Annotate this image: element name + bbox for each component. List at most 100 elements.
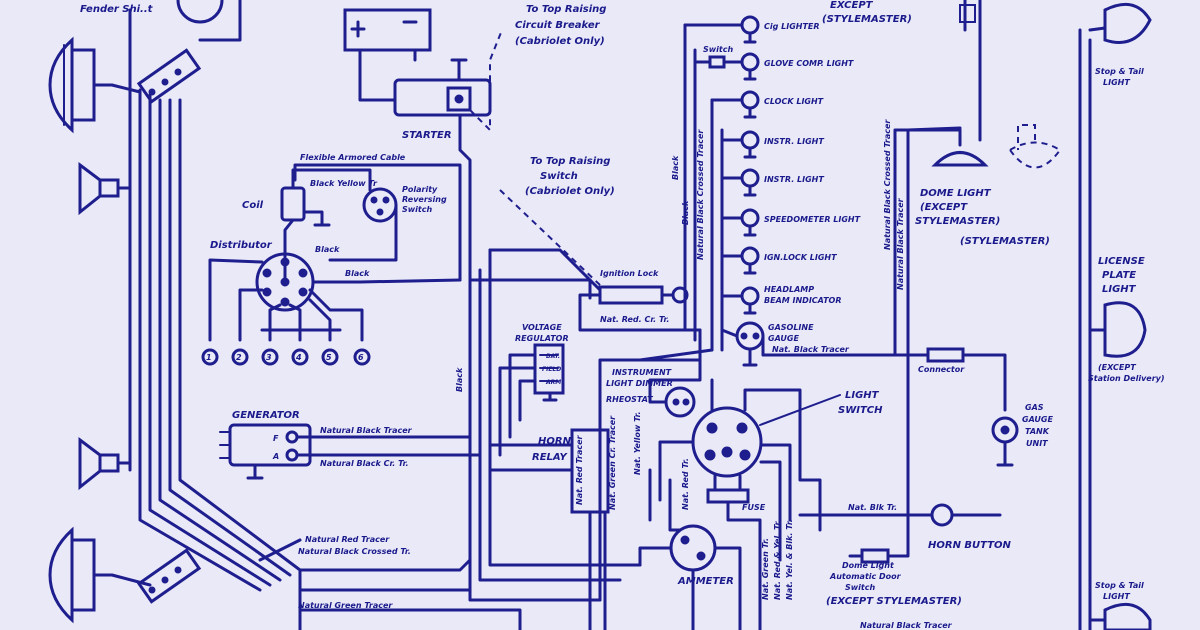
dist-terminal-3: 3 — [266, 353, 272, 362]
top-raising-sw-label-3: (Cabriolet Only) — [525, 186, 615, 197]
light-switch-label-2: SWITCH — [838, 405, 883, 416]
distributor-terminals — [201, 348, 371, 366]
starter-label: STARTER — [402, 130, 452, 141]
gen-f-label: F — [273, 434, 279, 443]
fender-shield-top — [176, 0, 224, 24]
vr-field-label: FIELD — [542, 366, 561, 373]
gas-gauge-tank-unit — [991, 416, 1019, 467]
switch-glove — [708, 55, 726, 69]
distributor-label: Distributor — [210, 240, 273, 251]
black-label-5: Black — [681, 200, 690, 225]
starter — [393, 58, 492, 117]
left-horn-top — [78, 162, 130, 216]
gas-tank-label-4: UNIT — [1026, 439, 1048, 448]
horn-button[interactable] — [930, 503, 954, 527]
stop-tail-light-bottom — [1088, 602, 1152, 630]
switch-label: Switch — [703, 45, 733, 54]
ignition-lock-label: Ignition Lock — [600, 269, 659, 278]
ammeter — [669, 524, 717, 572]
top-raising-cb-label-2: Circuit Breaker — [515, 20, 601, 31]
dome-light-label-3: STYLEMASTER) — [915, 216, 1000, 227]
black-label-1: Black — [315, 245, 340, 254]
natural-black-tracer-vert-label: Natural Black Tracer — [896, 197, 905, 290]
dist-terminal-5: 5 — [326, 353, 332, 362]
generator — [219, 423, 312, 480]
dome-light-label-1: DOME LIGHT — [920, 188, 992, 199]
instr-light-1-bulb — [740, 130, 760, 159]
black-label-3: Black — [455, 367, 464, 392]
instr-light-label-2: INSTR. LIGHT — [764, 175, 824, 184]
license-plate-label-3: LIGHT — [1102, 284, 1137, 295]
ammeter-label: AMMETER — [677, 576, 734, 587]
stop-tail-bottom-label-1: Stop & Tail — [1095, 581, 1144, 590]
license-plate-label-1: LICENSE — [1098, 256, 1145, 267]
gasoline-gauge-label-2: GAUGE — [768, 334, 799, 343]
labels-layer: Fender Shi..t To Top Raising Circuit Bre… — [80, 0, 1165, 630]
vr-bat-label: BAT. — [546, 353, 560, 360]
gas-tank-label-1: GAS — [1025, 403, 1044, 412]
clock-light-label: CLOCK LIGHT — [764, 97, 824, 106]
speedometer-light-label: SPEEDOMETER LIGHT — [764, 215, 861, 224]
junction-block-bottom — [136, 548, 202, 604]
natural-black-crossed-tr-label: Natural Black Crossed Tr. — [298, 547, 411, 556]
nat-black-tracer-label-1: Nat. Black Tracer — [772, 345, 850, 354]
voltage-regulator — [533, 343, 565, 402]
nat-blk-tr-label: Nat. Blk Tr. — [848, 503, 897, 512]
left-headlamp-top — [48, 36, 114, 134]
clock-light-bulb — [740, 90, 760, 119]
ign-lock-light-bulb — [740, 246, 760, 275]
door-switch-label-1: Dome Light — [842, 561, 895, 570]
instrument-dimmer-label-3: RHEOSTAT — [606, 395, 653, 404]
polarity-label-3: Switch — [402, 205, 432, 214]
except-stylemaster-top-2: (STYLEMASTER) — [822, 14, 912, 25]
top-raising-sw-label-1: To Top Raising — [530, 156, 610, 167]
top-raising-cb-label-3: (Cabriolet Only) — [515, 36, 605, 47]
license-plate-label-2: PLATE — [1102, 270, 1136, 281]
stop-tail-bottom-label-2: LIGHT — [1103, 592, 1130, 601]
coil-label: Coil — [242, 200, 264, 211]
nat-black-tracer-label-2: Natural Black Tracer — [320, 426, 413, 435]
natural-green-tracer-label: Natural Green Tracer — [298, 601, 393, 610]
natural-black-crossed-vert-label: Natural Black Crossed Tracer — [696, 129, 705, 260]
dist-terminal-4: 4 — [295, 353, 302, 362]
battery — [343, 8, 432, 52]
nat-red-tracer-label: Nat. Red Tracer — [575, 434, 584, 505]
glove-comp-light-bulb — [740, 52, 760, 81]
instrument-dimmer-label-2: LIGHT DIMMER — [606, 379, 673, 388]
except-station-label-2: Station Delivery) — [1088, 374, 1165, 383]
nat-black-cr-tr-label: Natural Black Cr. Tr. — [320, 459, 409, 468]
except-stylemaster-bottom-label: (EXCEPT STYLEMASTER) — [826, 596, 962, 607]
left-horn-bottom — [78, 437, 130, 491]
stop-tail-light-top — [1088, 2, 1152, 44]
top-raising-sw-label-2: Switch — [540, 171, 578, 182]
except-station-label-1: (EXCEPT — [1098, 363, 1136, 372]
natural-black-tracer-bottom-label: Natural Black Tracer — [860, 621, 953, 630]
voltage-regulator-label-2: REGULATOR — [515, 334, 569, 343]
panel-light-bulbs — [740, 15, 760, 315]
instrument-dimmer-label-1: INSTRUMENT — [612, 368, 672, 377]
dome-light-label-2: (EXCEPT — [920, 202, 968, 213]
ign-lock-light-label: IGN.LOCK LIGHT — [764, 253, 837, 262]
cig-lighter-label: Cig LIGHTER — [764, 22, 820, 31]
generator-label: GENERATOR — [232, 410, 300, 421]
stylemaster-label: (STYLEMASTER) — [960, 236, 1050, 247]
fuse-label: FUSE — [742, 503, 766, 512]
gasoline-gauge-label-1: GASOLINE — [768, 323, 814, 332]
fender-shield-label: Fender Shi..t — [80, 4, 154, 15]
headlamp-indicator-label-2: BEAM INDICATOR — [764, 296, 842, 305]
black-label-4: Black — [671, 155, 680, 180]
gen-a-label: A — [272, 452, 279, 461]
flexible-armored-cable — [293, 163, 462, 282]
connector — [926, 347, 965, 363]
gas-tank-label-3: TANK — [1025, 427, 1050, 436]
except-stylemaster-top-1: EXCEPT — [830, 0, 874, 11]
nat-red-tr-label: Nat. Red Tr. — [681, 458, 690, 510]
horn-relay-label-1: HORN — [538, 436, 572, 447]
connector-label: Connector — [918, 365, 965, 374]
polarity-label-1: Polarity — [402, 185, 438, 194]
stop-tail-top-label-1: Stop & Tail — [1095, 67, 1144, 76]
speedometer-light-bulb — [740, 208, 760, 237]
light-switch-label-1: LIGHT — [845, 390, 880, 401]
polarity-label-2: Reversing — [402, 195, 447, 204]
voltage-regulator-label-1: VOLTAGE — [522, 323, 562, 332]
